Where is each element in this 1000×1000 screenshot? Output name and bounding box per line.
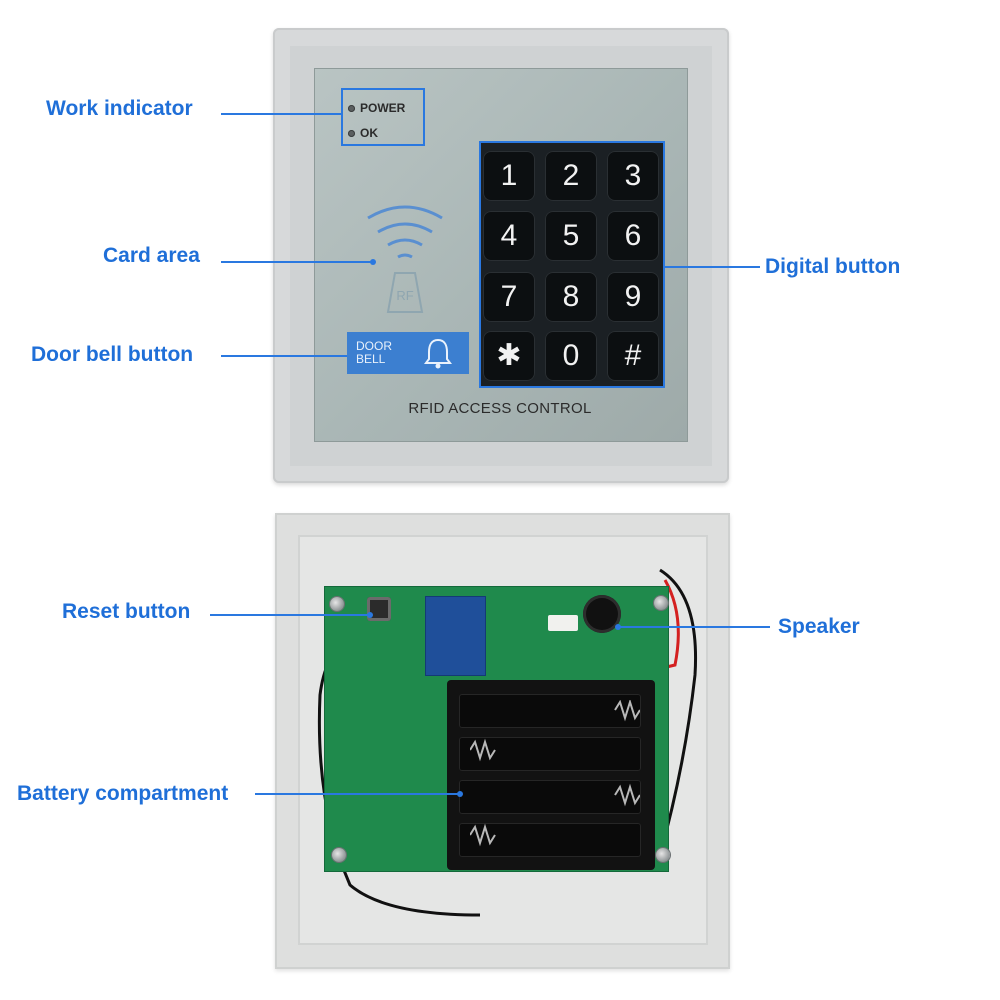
battery-springs [470,700,640,847]
key-8[interactable]: 8 [545,272,597,322]
screw-icon [656,848,670,862]
callout-line [665,266,760,268]
callout-line [618,626,770,628]
ok-led: OK [348,126,378,140]
callout-card-area: Card area [103,244,200,267]
callout-door-bell: Door bell button [31,343,194,366]
callout-dot [615,624,621,630]
power-led-label: POWER [360,101,406,115]
key-star[interactable]: ✱ [483,331,535,381]
callout-battery-compartment: Battery compartment [17,782,229,805]
spring-icon [614,700,640,722]
callout-dot [457,791,463,797]
rf-wave-icon [387,238,423,247]
spring-icon [470,823,496,847]
screw-icon [654,596,668,610]
keypad-highlight [479,141,665,388]
callout-line [255,793,460,795]
key-9[interactable]: 9 [607,272,659,322]
ok-led-icon [348,130,355,138]
spring-icon [614,783,640,807]
door-bell-label-line2: BELL [356,352,386,366]
door-bell-label: DOOR BELL [356,340,392,366]
callout-line [221,113,341,115]
key-2[interactable]: 2 [545,151,597,201]
spring-icon [470,738,496,762]
battery-slot [459,780,641,814]
rf-wave-icon [377,222,433,234]
callout-digital-button: Digital button [765,255,901,278]
door-bell-button[interactable] [347,332,469,374]
key-0[interactable]: 0 [545,331,597,381]
screw-icon [330,597,344,611]
power-led-icon [348,105,355,113]
rfid-module [425,596,486,676]
callout-dot [370,259,376,265]
ok-led-label: OK [360,126,378,140]
callout-dot [367,612,373,618]
callout-work-indicator: Work indicator [46,97,193,120]
key-3[interactable]: 3 [607,151,659,201]
key-7[interactable]: 7 [483,272,535,322]
key-6[interactable]: 6 [607,211,659,261]
key-4[interactable]: 4 [483,211,535,261]
device-title: RFID ACCESS CONTROL [408,400,592,417]
door-bell-label-line1: DOOR [356,339,392,353]
battery-slot [459,694,641,728]
key-1[interactable]: 1 [483,151,535,201]
callout-line [221,261,373,263]
callout-reset-button: Reset button [62,600,191,623]
callout-speaker: Speaker [778,615,860,638]
rf-wave-icon [367,205,443,220]
rf-card-area: RF [367,205,443,313]
key-hash[interactable]: # [607,331,659,381]
key-5[interactable]: 5 [545,211,597,261]
callout-line [221,355,347,357]
screw-icon [332,848,346,862]
rf-card-label: RF [396,288,413,303]
callout-line [210,614,370,616]
black-wire [658,568,698,856]
work-indicator-highlight [341,88,425,146]
bell-icon [424,338,452,369]
speaker-buzzer [583,595,621,633]
rf-card-icon [386,272,424,313]
speaker-connector [548,615,578,631]
rf-wave-icon [397,253,413,259]
power-led: POWER [348,101,405,115]
